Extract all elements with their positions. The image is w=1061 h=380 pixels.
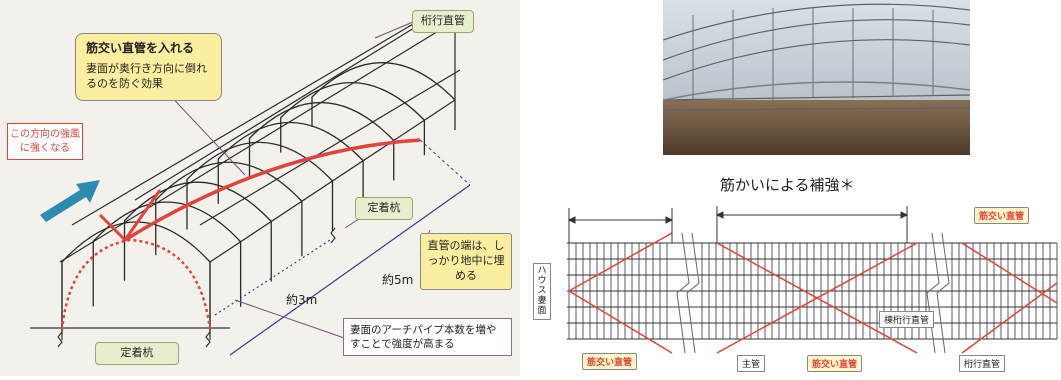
dimension-5m-text: 約5m xyxy=(382,273,414,287)
arch-pipe xyxy=(217,121,364,206)
brace-label-bottom-left-text: 筋交い直管 xyxy=(587,358,633,368)
arch-pipe xyxy=(186,141,334,231)
arch-pipe xyxy=(92,201,242,307)
greenhouse-3d-diagram: 桁行直管 筋交い直管を入れる 妻面が奥行き方向に倒れるのを防ぐ効果 この方向の強… xyxy=(0,0,520,376)
greenhouse-frame-drawing xyxy=(30,14,471,356)
wind-note: この方向の強風に強くなる xyxy=(7,123,83,160)
purlin-label-text: 桁行直管 xyxy=(421,14,465,27)
stake-label-lower: 定着杭 xyxy=(95,342,179,365)
brace-label-bottom-mid: 筋交い直管 xyxy=(807,355,863,372)
ridge-purlin-label-text: 棟桁行直管 xyxy=(884,316,930,326)
arch-pipe xyxy=(61,221,211,332)
brace-callout: 筋交い直管を入れる 妻面が奥行き方向に倒れるのを防ぐ効果 xyxy=(75,33,222,101)
greenhouse-interior-photo xyxy=(663,0,970,155)
purlin-label: 桁行直管 xyxy=(412,10,474,33)
stake-icon xyxy=(205,331,211,348)
brace-label-top-right-text: 筋交い直管 xyxy=(979,212,1025,222)
brace-label-bottom-left: 筋交い直管 xyxy=(582,353,638,370)
photo-caption: 筋かいによる補強＊ xyxy=(720,176,855,194)
purlin-label-plan: 桁行直管 xyxy=(959,355,1006,372)
arch-pipe xyxy=(311,62,456,130)
dimension-3m: 約3m xyxy=(286,292,317,308)
main-pipe-label: 主管 xyxy=(737,355,766,372)
brace-label-top-right: 筋交い直管 xyxy=(974,207,1030,224)
purlin-label-plan-text: 桁行直管 xyxy=(964,360,1001,370)
house-gable-label: ハウス妻面 xyxy=(533,263,551,321)
brace-callout-body: 妻面が奥行き方向に倒れるのを防ぐ効果 xyxy=(86,62,207,91)
stake-label-lower-text: 定着杭 xyxy=(120,346,154,359)
ridge-purlin-label: 棟桁行直管 xyxy=(879,311,935,328)
arch-pipe xyxy=(123,181,272,282)
brace-plan-diagram: ハウス妻面 筋交い直管 筋交い直管 主管 筋交い直管 棟桁行直管 桁行直管 xyxy=(527,203,1061,376)
brace-label-bottom-mid-text: 筋交い直管 xyxy=(812,360,858,370)
main-pipe-label-text: 主管 xyxy=(742,360,761,370)
stake-icon xyxy=(57,331,63,348)
house-gable-label-text: ハウス妻面 xyxy=(537,266,547,316)
dimension-5m: 約5m xyxy=(382,272,413,288)
plan-grid-drawing xyxy=(527,203,1061,376)
pipe-end-callout: 直管の端は、しっかり地中に埋める xyxy=(420,233,512,290)
stake-icon xyxy=(330,227,336,244)
gable-arch-callout-text: 妻面のアーチパイプ本数を増やすことで強度が高まる xyxy=(350,324,497,351)
stake-label-upper-text: 定着杭 xyxy=(367,201,401,214)
arch-pipe xyxy=(155,161,303,257)
wind-note-text: この方向の強風に強くなる xyxy=(10,129,80,154)
gable-arch-callout: 妻面のアーチパイプ本数を増やすことで強度が高まる xyxy=(343,318,512,357)
pipe-end-callout-text: 直管の端は、しっかり地中に埋める xyxy=(427,239,505,282)
stake-label-upper: 定着杭 xyxy=(355,197,413,220)
brace-callout-title: 筋交い直管を入れる xyxy=(86,41,195,55)
dimension-3m-text: 約3m xyxy=(286,293,318,307)
wind-arrow-icon xyxy=(40,180,100,222)
arch-pipe xyxy=(280,82,426,156)
